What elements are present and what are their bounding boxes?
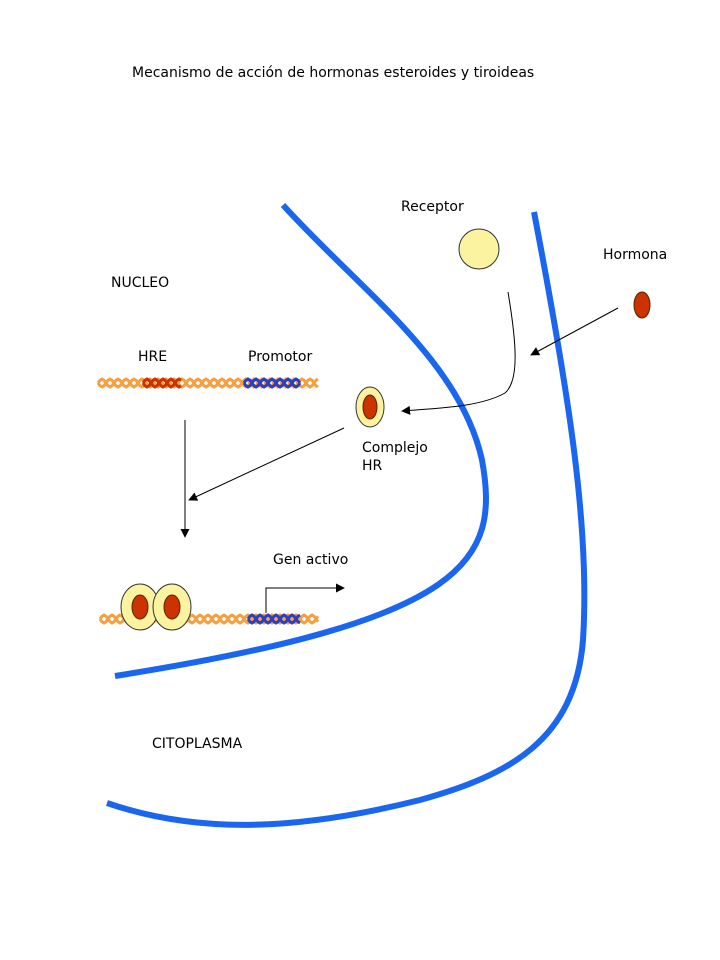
dna-segment bbox=[246, 613, 301, 625]
dna-segment bbox=[242, 377, 302, 389]
hormone-label: Hormona bbox=[603, 247, 667, 263]
arrow-hormone-entry bbox=[530, 307, 619, 356]
arrow-complex-to-dna bbox=[188, 427, 345, 501]
complex-label-line1: Complejo bbox=[362, 440, 428, 456]
diagram-title: Mecanismo de acción de hormonas esteroid… bbox=[132, 65, 534, 81]
nuclear-membrane bbox=[114, 202, 489, 679]
dna-segment bbox=[96, 377, 319, 389]
cytoplasm-label: CITOPLASMA bbox=[152, 736, 243, 752]
hormone-ellipse bbox=[633, 291, 651, 319]
dna-segment bbox=[141, 377, 182, 389]
hr-complex-hormone bbox=[362, 394, 378, 420]
receptor-circle bbox=[458, 228, 500, 270]
cell-membrane bbox=[106, 211, 588, 828]
receptor-label: Receptor bbox=[401, 199, 464, 215]
complex-label-line2: HR bbox=[362, 458, 383, 474]
promoter-label: Promotor bbox=[248, 349, 312, 365]
arrow-gene-activation bbox=[265, 583, 345, 613]
dna-strand-top bbox=[96, 377, 319, 389]
hre-label: HRE bbox=[138, 349, 167, 365]
dna-segment bbox=[242, 377, 302, 389]
arrow-receptor-to-complex bbox=[401, 291, 516, 415]
bound-complex-hormone-left bbox=[131, 594, 149, 620]
active-gene-label: Gen activo bbox=[273, 552, 348, 568]
nucleus-label: NUCLEO bbox=[111, 275, 169, 291]
bound-complex-hormone-right bbox=[163, 594, 181, 620]
